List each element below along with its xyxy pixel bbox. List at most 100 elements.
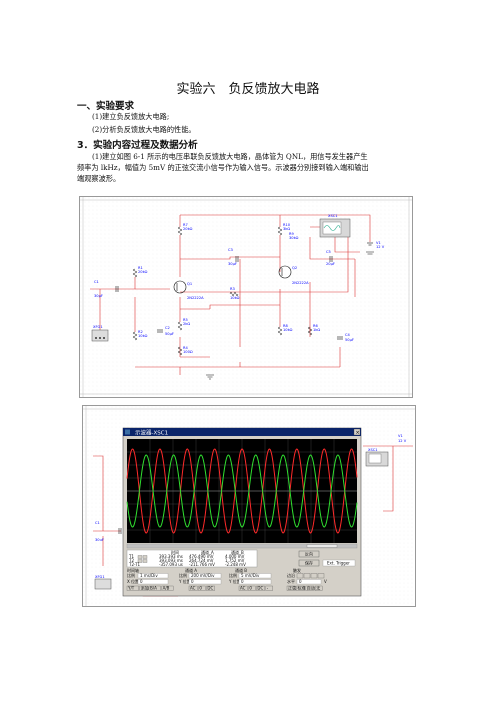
label-r2-value: 10kΩ xyxy=(138,334,148,338)
trigger-mode-button[interactable] xyxy=(286,585,296,591)
channel-a-coupling-button[interactable] xyxy=(198,585,206,591)
x-position-field[interactable] xyxy=(137,579,169,585)
channel-b-ypos-field[interactable] xyxy=(238,579,272,585)
trigger-b-button[interactable] xyxy=(317,573,325,579)
timebase-mode-label: 添加 xyxy=(141,585,149,591)
channel-b-coupling-button[interactable] xyxy=(248,585,256,591)
t1-arrows[interactable] xyxy=(137,555,148,563)
label-r1: R1 xyxy=(138,266,143,270)
trigger-mode-button[interactable] xyxy=(315,585,323,591)
channel-b-coupling-button[interactable] xyxy=(238,585,248,591)
timebase-mode-button[interactable] xyxy=(139,585,149,591)
label-r7: R7 xyxy=(183,223,188,227)
label-r8: R8 xyxy=(283,324,288,328)
rising-edge-button[interactable] xyxy=(296,573,304,579)
channel-b-coupling-button[interactable] xyxy=(256,585,265,591)
label-r9: R9 xyxy=(289,232,294,236)
label-c5: C5 xyxy=(326,250,331,254)
channel-a-ypos-label: Y 位置 xyxy=(178,578,191,584)
channel-a-coupling-label: 0 xyxy=(199,586,202,591)
bg-label-c1-value: 30uF xyxy=(95,538,104,542)
label-c4: C4 xyxy=(345,333,351,337)
timebase-mode-button[interactable] xyxy=(161,585,174,591)
trigger-level-unit: V xyxy=(324,579,327,584)
trigger-a-button[interactable] xyxy=(310,573,318,579)
timebase-scale-label: 比例 xyxy=(127,572,135,578)
channel-a-ypos-field[interactable] xyxy=(188,579,222,585)
requirement-item-2: (2)分析负反馈放大电路的性能。 xyxy=(92,125,196,134)
t2-channel-a: 264.724 mV xyxy=(189,558,214,563)
oscilloscope-figure: V1 12 V C1 30uF XSC1 XFG1 R4 100Ω 示波器-XS… xyxy=(82,405,416,607)
ext-trigger-field[interactable] xyxy=(322,559,356,567)
channel-a-coupling-label: AC xyxy=(190,586,196,591)
t2-channel-b: 1.752 mV xyxy=(225,558,245,563)
page-title: 实验六 负反馈放大电路 xyxy=(176,82,320,97)
label-r1-value: 20kΩ xyxy=(138,270,148,274)
label-c1-value: 30μF xyxy=(94,294,103,298)
timebase-scale-value: 1 ms/Div xyxy=(140,573,158,578)
channel-a-scale-field[interactable] xyxy=(188,573,222,579)
t2-t1-channel-b: -2.248 mV xyxy=(225,562,246,567)
reverse-button[interactable] xyxy=(298,550,320,558)
schematic-figure: R7 20kΩ R10 3kΩ R9 30kΩ R1 20kΩ R2 10kΩ … xyxy=(79,196,413,398)
bg-label-v1-value: 12 V xyxy=(398,439,407,443)
channel-b-heading: 通道 B xyxy=(235,567,247,573)
col-time: 时间 xyxy=(171,549,179,555)
label-r8-value: 10kΩ xyxy=(283,328,293,332)
t1-channel-a: 476.490 mV xyxy=(189,554,214,559)
t2-label: T2 xyxy=(128,558,134,563)
trigger-level-value: 0 xyxy=(299,579,302,584)
col-channel-b: 通道_B xyxy=(231,549,244,555)
channel-b-ypos-label: Y 位置 xyxy=(228,578,241,584)
channel-a-coupling-button[interactable] xyxy=(206,585,215,591)
trigger-panel: 触发 边沿 水平 0 V 正弦标准自动无 xyxy=(286,567,327,591)
channel-a-trace xyxy=(126,448,358,534)
section-heading-process: 3．实验内容过程及数据分析 xyxy=(77,140,198,151)
trigger-mode-button[interactable] xyxy=(305,585,315,591)
trigger-mode-button[interactable] xyxy=(296,585,305,591)
channel-b-coupling-label: AC xyxy=(240,586,246,591)
label-r3-value: 10kΩ xyxy=(230,296,240,300)
close-button[interactable] xyxy=(353,428,361,436)
channel-b-coupling-label: 0 xyxy=(249,586,252,591)
label-r4-value: 100Ω xyxy=(183,350,193,354)
label-r2: R2 xyxy=(138,330,143,334)
timebase-scale-field[interactable] xyxy=(137,573,169,579)
requirement-item-1: (1)建立负反馈放大电路; xyxy=(92,112,170,121)
label-c3: C3 xyxy=(228,248,233,252)
label-c3-value: 30μF xyxy=(228,262,237,266)
label-c2: C2 xyxy=(165,326,170,330)
channel-b-scale-value: 5 mV/Div xyxy=(241,573,260,578)
falling-edge-button[interactable] xyxy=(303,573,311,579)
save-button[interactable] xyxy=(298,559,320,567)
t2-t1-label: T2-T1 xyxy=(128,562,141,567)
label-c1: C1 xyxy=(94,280,99,284)
channel-b-coupling-button[interactable] xyxy=(265,585,273,591)
channel-a-coupling-button[interactable] xyxy=(188,585,198,591)
scope-window[interactable]: 示波器-XSC1 × 时间 通道_A 通道_B T1 T2 T2-T1 xyxy=(122,427,362,597)
timebase-mode-button[interactable] xyxy=(148,585,161,591)
label-r5-value: 2kΩ xyxy=(183,322,190,326)
channel-a-ypos-value: 0 xyxy=(191,579,194,584)
label-r9-value: 30kΩ xyxy=(289,236,299,240)
label-c5-value: 20μF xyxy=(326,262,335,266)
t2-t1-time: -357.093 us xyxy=(159,562,183,567)
channel-b-scale-label: 比例 xyxy=(229,572,237,578)
channel-a-heading: 通道 A xyxy=(185,567,197,573)
channel-b-trace xyxy=(126,454,358,528)
channel-a-scale-value: 200 mV/Div xyxy=(191,573,215,578)
label-r10-value: 3kΩ xyxy=(283,227,290,231)
label-xsc1: XSC1 xyxy=(328,214,338,218)
timebase-mode-button[interactable] xyxy=(126,585,139,591)
trigger-mode-label: 无 xyxy=(316,586,320,591)
time-scrollbar[interactable] xyxy=(126,543,358,549)
channel-a-coupling-label: DC xyxy=(207,586,213,591)
channel-b-ypos-value: 0 xyxy=(241,579,244,584)
label-c2-value: 50μF xyxy=(165,332,174,336)
label-c4-value: 50μF xyxy=(345,338,354,342)
trigger-level-field[interactable] xyxy=(296,579,322,585)
label-r5: R5 xyxy=(183,318,188,322)
channel-b-scale-field[interactable] xyxy=(238,573,272,579)
